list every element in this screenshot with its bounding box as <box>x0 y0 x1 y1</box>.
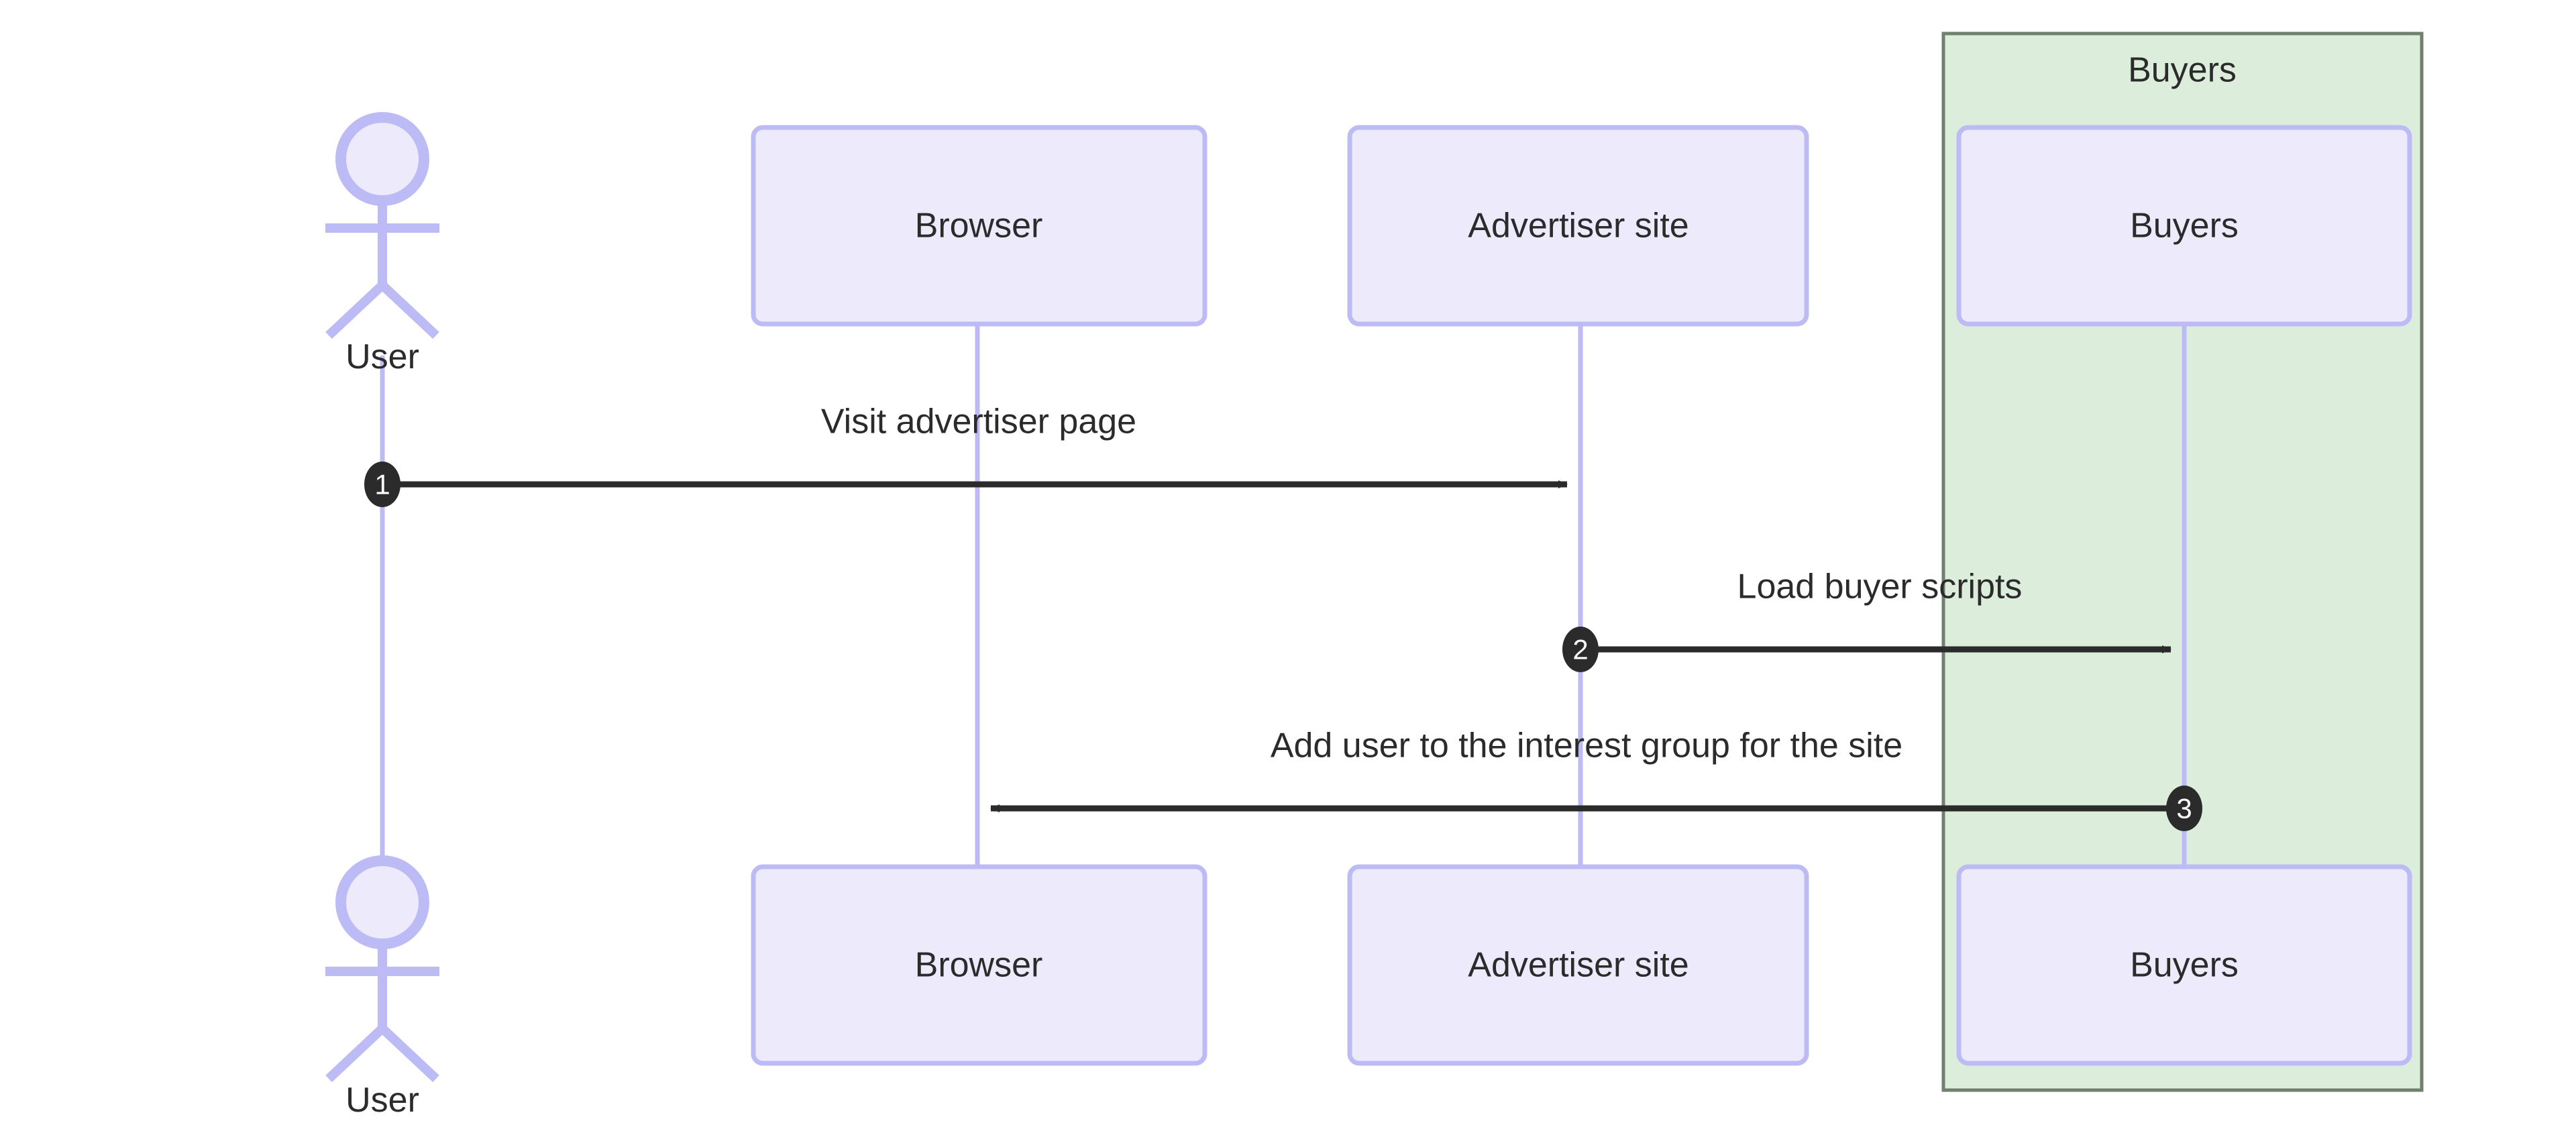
message-2[interactable]: Load buyer scripts 2 <box>1562 568 2171 672</box>
actor-user-bottom[interactable]: User <box>325 855 439 1120</box>
message-sequence-badge <box>1562 627 1599 672</box>
participant-label-advertiser-site-top: Advertiser site <box>1468 207 1688 246</box>
participant-buyers-bottom[interactable]: Buyers <box>1956 864 2412 1066</box>
actor-leg-right-line <box>379 1024 439 1083</box>
message-1[interactable]: Visit advertiser page 1 <box>364 403 1568 507</box>
participant-box <box>1956 125 2412 327</box>
message-sequence-badge <box>2166 786 2202 831</box>
actor-user-top[interactable]: User <box>325 112 439 376</box>
message-label: Visit advertiser page <box>821 403 1136 441</box>
actor-leg-right-line <box>379 281 439 339</box>
participant-advertiser-site-top[interactable]: Advertiser site <box>1347 125 1809 327</box>
participant-label-buyers-bottom: Buyers <box>2130 946 2239 985</box>
message-label: Load buyer scripts <box>1737 568 2023 606</box>
actor-leg-left-line <box>325 281 386 339</box>
actor-label-user-top: User <box>345 337 419 376</box>
participant-box <box>1956 864 2412 1066</box>
participant-label-advertiser-site-bottom: Advertiser site <box>1468 946 1688 985</box>
actor-head-icon <box>335 112 429 206</box>
actor-head-icon <box>335 855 429 949</box>
actor-label-user-bottom: User <box>345 1081 419 1120</box>
participant-buyers-top[interactable]: Buyers <box>1956 125 2412 327</box>
lifelines <box>380 324 2187 872</box>
actor-leg-left-line <box>325 1024 386 1083</box>
participant-browser-bottom[interactable]: Browser <box>751 864 1208 1066</box>
message-sequence-badge <box>364 462 400 507</box>
participant-label-browser-bottom: Browser <box>915 946 1043 985</box>
participant-label-buyers-top: Buyers <box>2130 207 2239 246</box>
participant-label-browser-top: Browser <box>915 207 1043 246</box>
participant-advertiser-site-bottom[interactable]: Advertiser site <box>1347 864 1809 1066</box>
group-label: Buyers <box>2128 51 2237 90</box>
message-sequence-number: 1 <box>374 469 390 500</box>
participant-box <box>1347 864 1809 1066</box>
participant-box <box>1347 125 1809 327</box>
participant-box <box>751 864 1208 1066</box>
message-3[interactable]: Add user to the interest group for the s… <box>990 727 2202 831</box>
participant-browser-top[interactable]: Browser <box>751 125 1208 327</box>
message-label: Add user to the interest group for the s… <box>1271 727 1902 765</box>
message-sequence-number: 2 <box>1572 634 1588 665</box>
participant-box <box>751 125 1208 327</box>
message-sequence-number: 3 <box>2176 793 2192 824</box>
